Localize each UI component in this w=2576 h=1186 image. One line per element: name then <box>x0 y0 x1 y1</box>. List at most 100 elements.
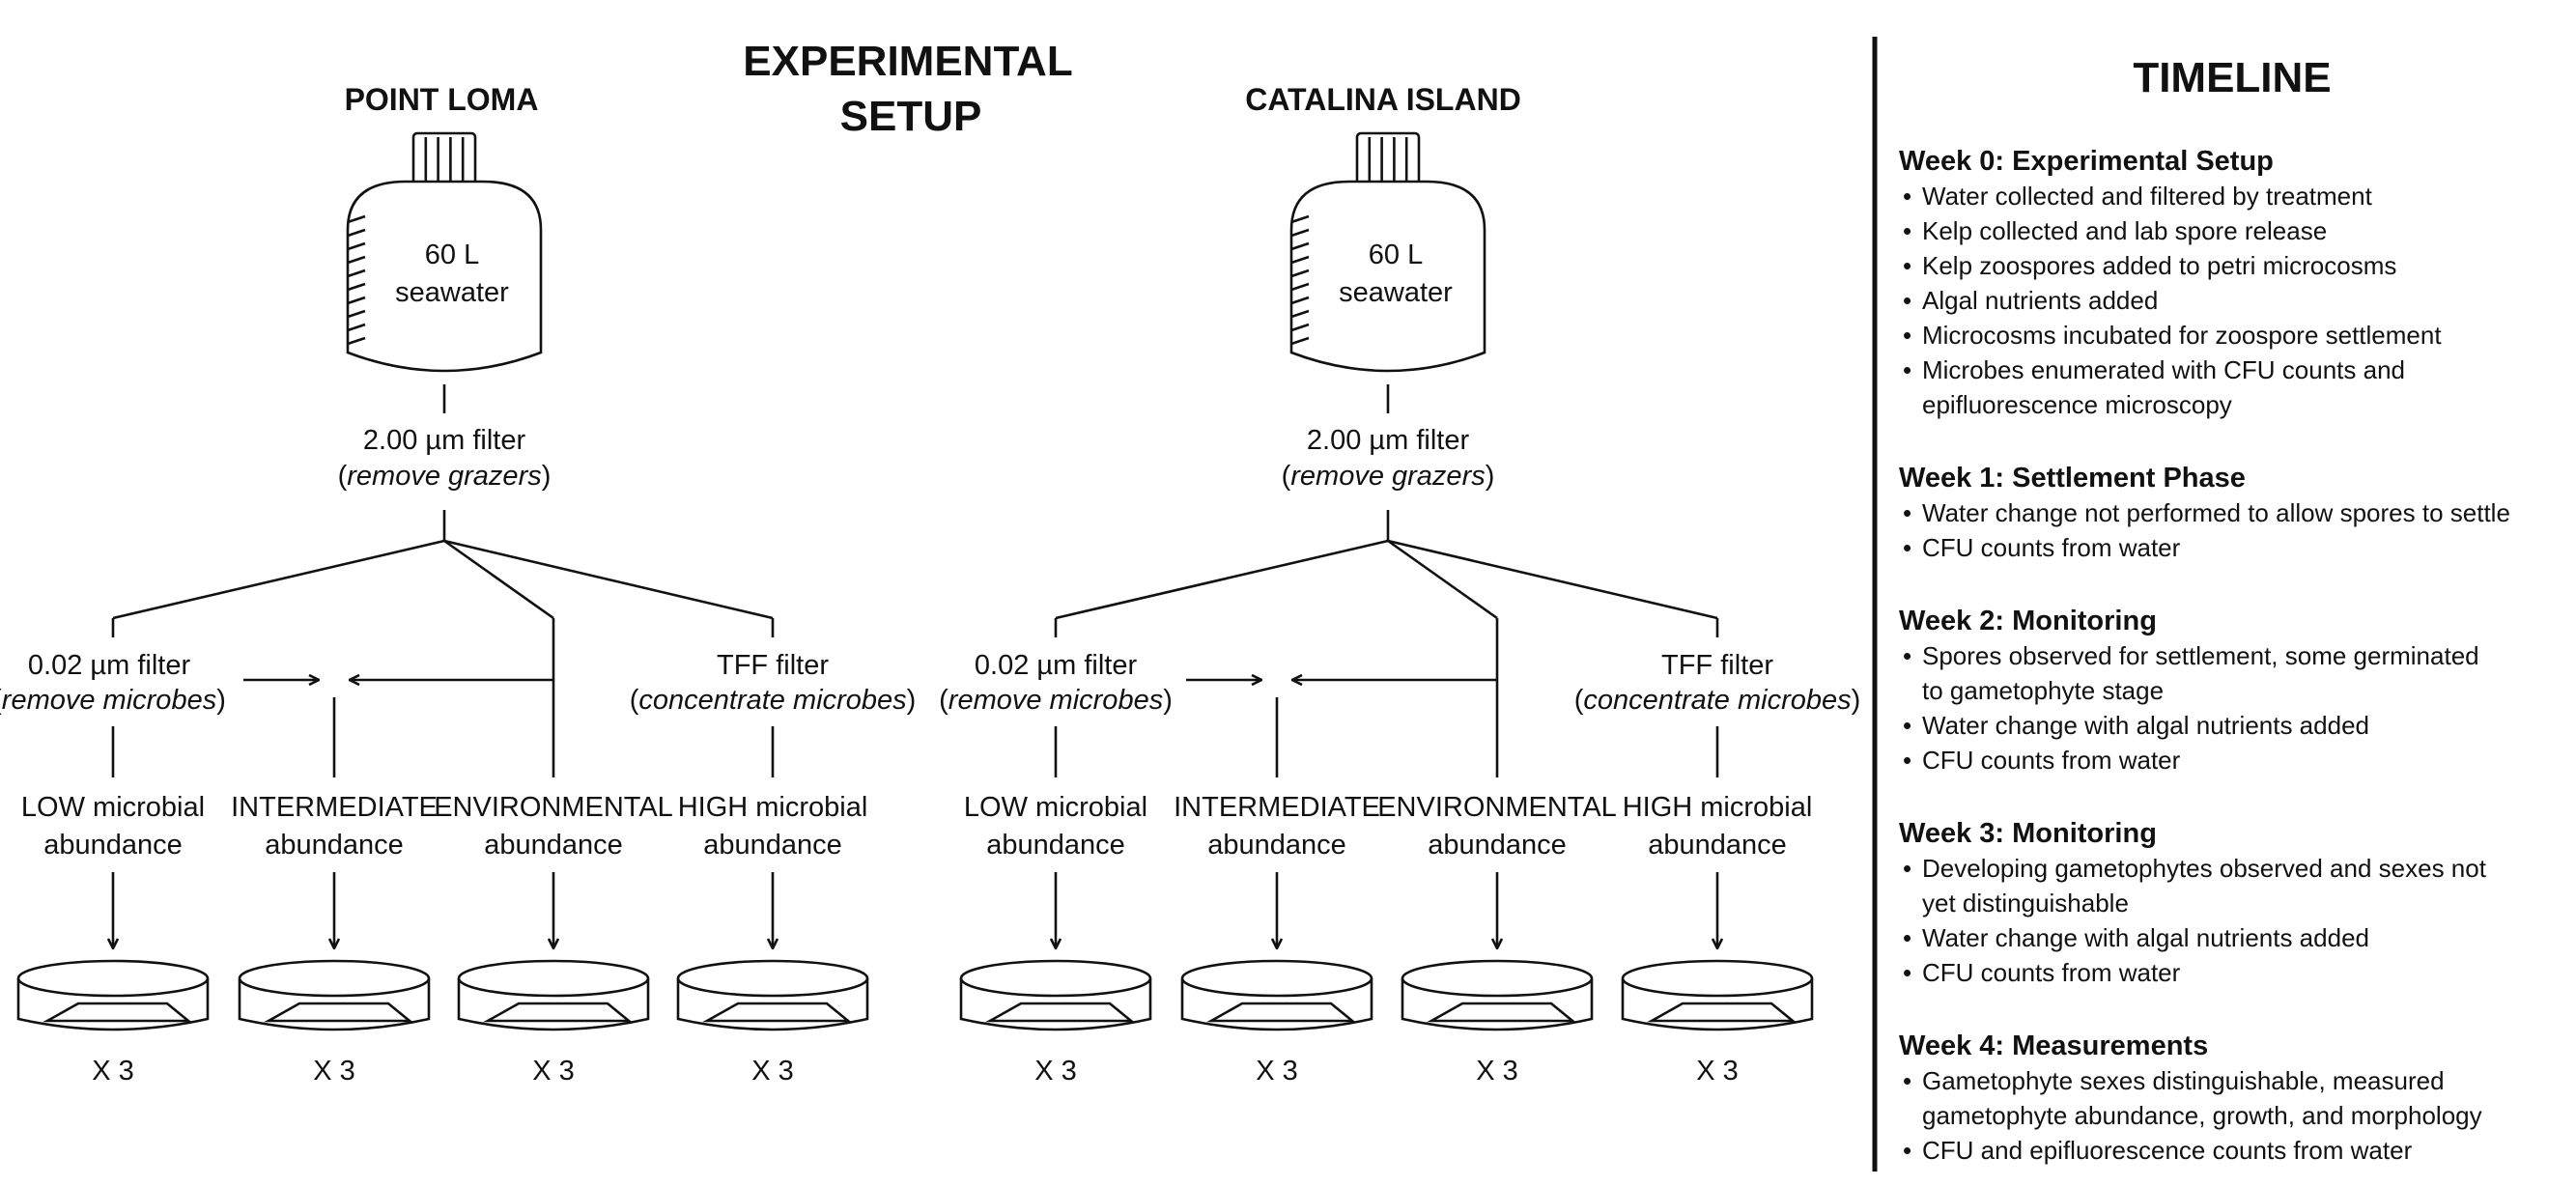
treatment-label-line1: INTERMEDIATE <box>1174 792 1380 823</box>
petri-dish-icon <box>1180 959 1373 1031</box>
bullet-dot: • <box>1903 533 1911 562</box>
bullet-text: Microbes enumerated with CFU counts and <box>1922 355 2405 384</box>
bottle-volume-label: 60 L <box>425 240 479 270</box>
filter-right-note: (concentrate microbes) <box>1574 685 1861 716</box>
filter-left-label: 0.02 µm filter <box>975 650 1138 681</box>
bullet-dot: • <box>1903 746 1911 775</box>
replicate-count: X 3 <box>313 1056 355 1087</box>
timeline-bullet: •Developing gametophytes observed and se… <box>1903 854 2487 918</box>
filter-right-label: TFF filter <box>1661 650 1773 681</box>
bullet-text: CFU counts from water <box>1922 533 2181 562</box>
bullet-text: epifluorescence microscopy <box>1922 390 2232 419</box>
timeline-week-4: Week 4: Measurements • Gametophyte sexes d… <box>1899 1031 2482 1165</box>
timeline-bullet: • Algal nutrients added <box>1903 286 2158 315</box>
bullet-text: CFU counts from water <box>1922 958 2181 987</box>
treatment-low: LOW microbial abundance X 3 <box>959 792 1152 1087</box>
bullet-dot: • <box>1903 355 1911 384</box>
replicate-count: X 3 <box>751 1056 794 1087</box>
bullet-text: Kelp collected and lab spore release <box>1922 216 2327 245</box>
seawater-bottle-icon: 60 L seawater <box>346 131 543 373</box>
timeline-week-1: Week 1: Settlement Phase•Water change no… <box>1899 463 2510 562</box>
treatment-label-line1: ENVIRONMENTAL <box>434 792 673 823</box>
week-heading: Week 4: Measurements <box>1899 1031 2208 1061</box>
timeline-bullet: • Microbes enumerated with CFU counts and… <box>1903 355 2405 419</box>
bullet-dot: • <box>1903 182 1911 211</box>
treatment-low: LOW microbial abundance X 3 <box>16 792 210 1087</box>
site-panel-point-loma: POINT LOMA 60 L seawater 2.00 µm filter (rem… <box>0 82 916 1087</box>
bullet-text: Developing gametophytes observed and sex… <box>1922 854 2487 883</box>
branch-env <box>443 539 554 620</box>
treatment-label-line1: LOW microbial <box>964 792 1147 823</box>
bullet-dot: • <box>1903 711 1911 740</box>
site-panel-catalina-island: CATALINA ISLAND 60 L seawater 2.00 µm filte… <box>939 82 1860 1087</box>
setup-title-line2: SETUP <box>840 93 982 140</box>
bullet-dot: • <box>1903 286 1911 315</box>
treatment-label-line2: abundance <box>986 830 1125 861</box>
petri-dish-icon <box>676 959 869 1031</box>
petri-dish-icon <box>1401 959 1594 1031</box>
bottle-volume-label: 60 L <box>1369 240 1423 270</box>
site-name: CATALINA ISLAND <box>1245 82 1521 117</box>
timeline-bullet: • Kelp collected and lab spore release <box>1903 216 2327 245</box>
treatment-label-line1: ENVIRONMENTAL <box>1377 792 1617 823</box>
timeline-bullet: •Water change not performed to allow spo… <box>1903 498 2510 527</box>
treatment-label-line2: abundance <box>1428 830 1567 861</box>
bottle-content-label: seawater <box>395 277 509 308</box>
bullet-dot: • <box>1903 1066 1911 1095</box>
timeline-bullet: • Gametophyte sexes distinguishable, meas… <box>1903 1066 2482 1130</box>
timeline-bullet: • Water change with algal nutrients added <box>1903 711 2369 740</box>
replicate-count: X 3 <box>1256 1056 1298 1087</box>
prefilter-note: (remove grazers) <box>1282 461 1495 492</box>
bullet-dot: • <box>1903 251 1911 280</box>
bullet-text: Water change not performed to allow spor… <box>1922 498 2510 527</box>
week-heading: Week 2: Monitoring <box>1899 606 2157 636</box>
bullet-text: gametophyte abundance, growth, and morph… <box>1922 1101 2482 1130</box>
bullet-dot: • <box>1903 216 1911 245</box>
timeline-bullet: •Spores observed for settlement, some ge… <box>1903 641 2479 705</box>
prefilter-note: (remove grazers) <box>338 461 552 492</box>
bullet-dot: • <box>1903 321 1911 350</box>
branch-high <box>443 539 774 620</box>
timeline-bullet: • Water change with algal nutrients added <box>1903 923 2369 952</box>
bullet-text: yet distinguishable <box>1922 889 2129 918</box>
replicate-count: X 3 <box>1034 1056 1077 1087</box>
petri-dish-icon <box>959 959 1152 1031</box>
timeline-bullet: • CFU counts from water <box>1903 533 2181 562</box>
filter-right-note: (concentrate microbes) <box>630 685 917 716</box>
site-name: POINT LOMA <box>345 82 539 117</box>
prefilter-label: 2.00 µm filter <box>1307 425 1470 456</box>
treatment-label-line2: abundance <box>265 830 404 861</box>
branch-low <box>112 539 445 620</box>
filter-right-label: TFF filter <box>717 650 829 681</box>
seawater-bottle-icon: 60 L seawater <box>1289 131 1486 373</box>
replicate-count: X 3 <box>92 1056 134 1087</box>
timeline-week-2: Week 2: Monitoring •Spores observed for s… <box>1899 606 2479 775</box>
treatment-label-line1: HIGH microbial <box>678 792 868 823</box>
petri-dish-icon <box>1621 959 1814 1031</box>
treatment-label-line2: abundance <box>1648 830 1787 861</box>
branch-high <box>1387 539 1718 620</box>
replicate-count: X 3 <box>1696 1056 1739 1087</box>
filter-left-note: (remove microbes) <box>0 685 226 716</box>
timeline-week-0: Week 0: Experimental Setup•Water collect… <box>1899 146 2442 419</box>
setup-title-line1: EXPERIMENTAL <box>743 38 1072 85</box>
prefilter-label: 2.00 µm filter <box>363 425 526 456</box>
bullet-dot: • <box>1903 923 1911 952</box>
bullet-text: Water collected and filtered by treatmen… <box>1922 182 2373 211</box>
bullet-text: Algal nutrients added <box>1922 286 2158 315</box>
branch-low <box>1055 539 1389 620</box>
treatment-label-line1: LOW microbial <box>21 792 205 823</box>
bullet-text: Microcosms incubated for zoospore settle… <box>1922 321 2442 350</box>
treatment-label-line2: abundance <box>43 830 183 861</box>
bullet-text: Water change with algal nutrients added <box>1922 923 2369 952</box>
replicate-count: X 3 <box>532 1056 575 1087</box>
bullet-text: Kelp zoospores added to petri microcosms <box>1922 251 2396 280</box>
bottle-content-label: seawater <box>1339 277 1453 308</box>
petri-dish-icon <box>16 959 210 1031</box>
bullet-text: Water change with algal nutrients added <box>1922 711 2369 740</box>
timeline-bullet: •CFU counts from water <box>1903 958 2181 987</box>
bullet-text: Gametophyte sexes distinguishable, measu… <box>1922 1066 2445 1095</box>
